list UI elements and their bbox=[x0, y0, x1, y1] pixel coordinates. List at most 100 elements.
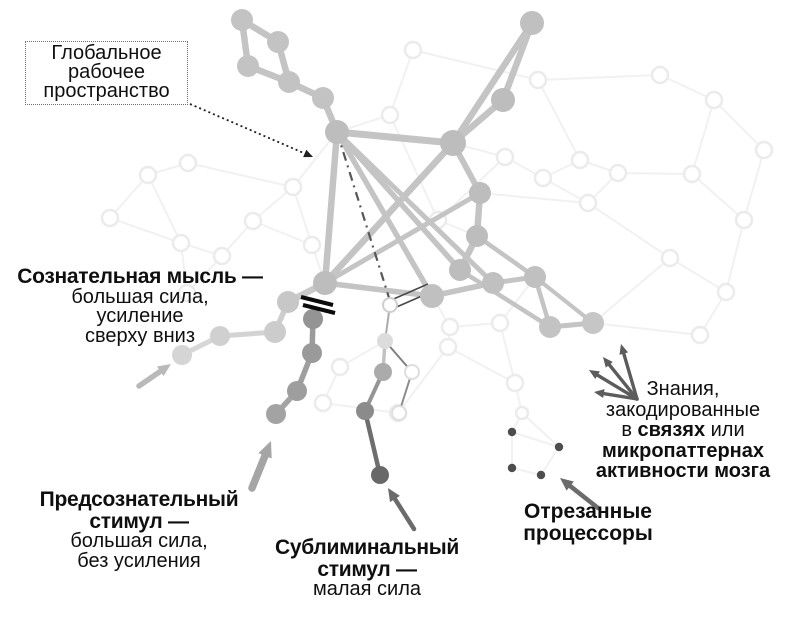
subliminal-arrow bbox=[391, 495, 417, 532]
faint-node bbox=[212, 246, 232, 266]
knowledge-line: активности мозга bbox=[595, 460, 771, 482]
processor-dot bbox=[554, 442, 564, 452]
knowledge-label: Знания, закодированные в связях или микр… bbox=[576, 379, 790, 482]
pointer-arrow bbox=[189, 103, 307, 156]
preconscious-title: Предсознательный bbox=[39, 488, 239, 511]
faint-edge bbox=[691, 173, 745, 221]
workspace-label-line: рабочее bbox=[67, 61, 146, 83]
faint-node bbox=[283, 177, 303, 197]
network-node bbox=[524, 266, 546, 288]
faint-node bbox=[734, 210, 754, 230]
cutoff-line: процессоры bbox=[523, 521, 653, 545]
faint-node bbox=[514, 405, 530, 421]
faint-node bbox=[660, 248, 680, 268]
faint-node bbox=[330, 357, 350, 377]
network-node bbox=[277, 291, 299, 313]
network-node bbox=[539, 316, 561, 338]
network-node bbox=[278, 71, 300, 93]
preconscious-arrow-head bbox=[258, 441, 272, 459]
network-node bbox=[287, 381, 307, 401]
faint-edge bbox=[540, 446, 560, 476]
faint-node bbox=[682, 164, 702, 184]
faint-node bbox=[302, 235, 322, 255]
network-node bbox=[266, 404, 286, 424]
faint-node bbox=[138, 165, 158, 185]
faint-edge bbox=[617, 172, 693, 175]
workspace-label-line: Глобальное bbox=[51, 42, 162, 64]
network-edge bbox=[321, 139, 457, 287]
network-node bbox=[420, 284, 444, 308]
faint-edge bbox=[511, 467, 542, 476]
faint-edge bbox=[292, 186, 313, 246]
network-edge bbox=[362, 408, 383, 478]
network-node bbox=[371, 466, 389, 484]
subliminal-stimulus-label: Сублиминальный стимул — малая сила bbox=[253, 537, 481, 600]
network-node bbox=[520, 11, 544, 35]
faint-edge bbox=[592, 257, 671, 324]
faint-node bbox=[495, 147, 515, 167]
network-node bbox=[440, 130, 466, 156]
blocked-link-mark bbox=[302, 302, 336, 316]
network-node bbox=[466, 225, 488, 247]
network-edge bbox=[321, 128, 341, 287]
faint-edge bbox=[397, 346, 449, 414]
network-edge bbox=[322, 280, 435, 299]
faint-edge bbox=[252, 220, 313, 246]
workspace-label-line: пространство bbox=[43, 80, 170, 102]
global-workspace-label-box: Глобальное рабочее пространство bbox=[25, 41, 188, 105]
network-edge bbox=[449, 19, 536, 147]
conscious-thought-label: Сознательная мысль — большая сила, усиле… bbox=[1, 266, 279, 346]
dashdot-edge bbox=[335, 131, 392, 302]
faint-edge bbox=[499, 322, 516, 384]
conscious-arrow-head bbox=[156, 364, 171, 377]
network-node bbox=[582, 312, 604, 334]
faint-node bbox=[171, 233, 191, 253]
network-node bbox=[377, 333, 393, 349]
network-node bbox=[482, 272, 504, 294]
network-node bbox=[312, 87, 334, 109]
faint-node bbox=[570, 150, 590, 170]
thin-double-edge bbox=[388, 283, 429, 302]
network-edge bbox=[322, 190, 483, 286]
faint-node bbox=[505, 373, 525, 393]
subliminal-title: стимул — bbox=[317, 557, 417, 581]
network-edge bbox=[333, 128, 457, 147]
network-node bbox=[325, 120, 349, 144]
conscious-arrow bbox=[136, 367, 165, 389]
faint-node bbox=[177, 283, 197, 303]
faint-node bbox=[533, 168, 553, 188]
faint-edge bbox=[537, 74, 661, 81]
knowledge-burst-arrow-head bbox=[619, 344, 629, 355]
cutoff-line: Отрезанные bbox=[524, 500, 652, 523]
knowledge-line: закодированные bbox=[605, 398, 761, 421]
subliminal-arrow-head bbox=[388, 488, 400, 503]
faint-node bbox=[608, 163, 628, 183]
knowledge-burst-arrow-head bbox=[594, 389, 605, 399]
faint-node bbox=[578, 193, 598, 213]
network-node bbox=[404, 364, 420, 380]
knowledge-burst-arrow bbox=[621, 349, 639, 401]
faint-edge bbox=[592, 322, 701, 336]
processor-dot bbox=[536, 470, 546, 480]
network-node bbox=[237, 55, 259, 77]
knowledge-burst-arrow bbox=[594, 372, 639, 401]
conscious-line: сверху вниз bbox=[85, 324, 195, 347]
faint-edge bbox=[713, 99, 765, 151]
faint-node bbox=[438, 337, 458, 357]
network-node bbox=[491, 88, 515, 112]
faint-edge bbox=[659, 74, 715, 101]
faint-edge bbox=[389, 49, 414, 116]
faint-edge bbox=[412, 49, 539, 81]
network-node bbox=[469, 182, 491, 204]
faint-edge bbox=[479, 192, 589, 204]
faint-node bbox=[100, 208, 120, 228]
network-node bbox=[264, 321, 286, 343]
network-node bbox=[267, 31, 289, 53]
preconscious-title: стимул — bbox=[89, 509, 189, 533]
cutoff-processors-label: Отрезанные процессоры bbox=[510, 501, 666, 544]
cutoff-arrow-head bbox=[560, 478, 574, 491]
network-edge bbox=[474, 233, 538, 280]
faint-node bbox=[716, 282, 736, 302]
knowledge-line: в связях или bbox=[621, 419, 745, 441]
network-node bbox=[374, 363, 392, 381]
